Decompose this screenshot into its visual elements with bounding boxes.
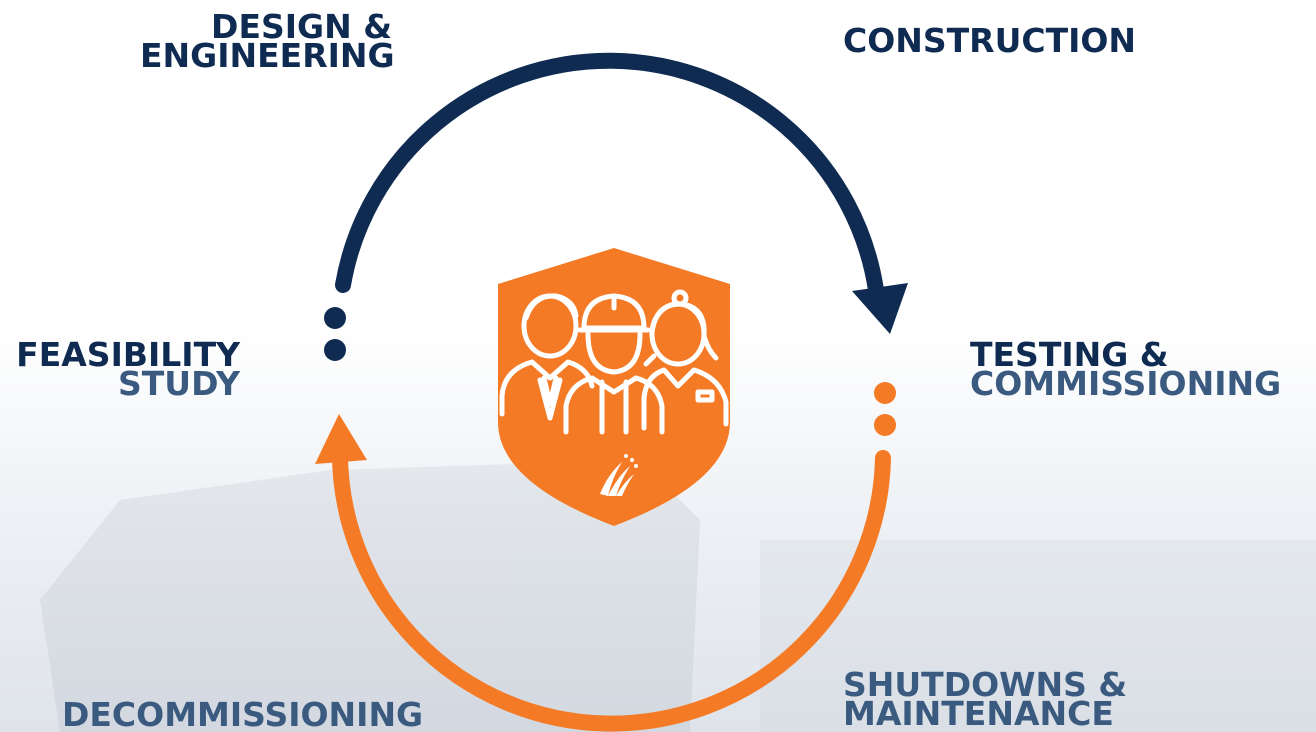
stage-shutdowns-line2: MAINTENANCE [843,694,1114,732]
orange-arc-arrow [331,438,891,732]
stage-design-line1: DESIGN & [211,7,392,46]
orange-dot-1 [874,382,896,404]
stage-decommissioning-line1: DECOMMISSIONING [62,695,424,732]
stage-testing-line1: TESTING & [970,335,1169,374]
stage-shutdowns-line1: SHUTDOWNS & [843,665,1128,704]
team-shield-icon [498,248,730,526]
stage-testing-commissioning: TESTING & COMMISSIONING [970,335,1282,403]
navy-dot-1 [324,307,346,329]
stage-construction-line1: CONSTRUCTION [843,21,1137,60]
stage-design-line2: ENGINEERING [140,36,395,75]
stage-construction: CONSTRUCTION [843,21,1137,60]
stage-decommissioning: DECOMMISSIONING [62,695,424,732]
orange-arrowhead [315,414,367,464]
navy-dot-2 [324,339,346,361]
stage-feasibility-study: FEASIBILITY STUDY [10,335,240,403]
navy-arrowhead [852,283,908,334]
stage-design-engineering: DESIGN & ENGINEERING [140,7,395,75]
orange-dot-2 [874,414,896,436]
stage-testing-line2: COMMISSIONING [970,364,1282,403]
stage-feasibility-line2: STUDY [118,364,240,403]
stage-feasibility-line1: FEASIBILITY [16,335,240,374]
stage-shutdowns-maintenance: SHUTDOWNS & MAINTENANCE [843,665,1128,732]
navy-arc-arrow [335,52,884,298]
